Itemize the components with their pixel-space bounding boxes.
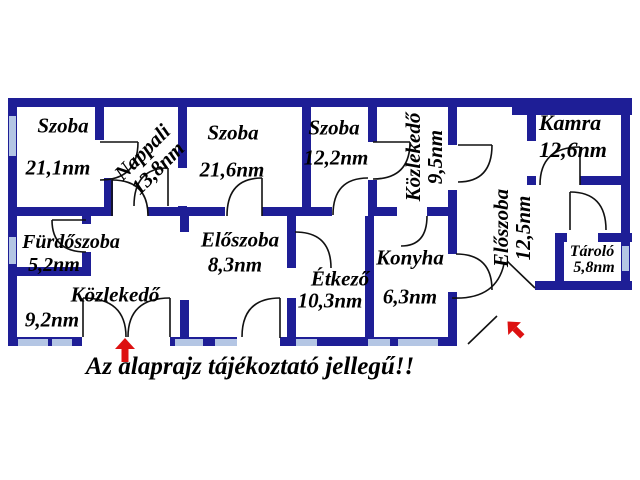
room-label-szoba-1-area: 21,1nm [25, 155, 91, 180]
wall [170, 337, 237, 346]
room-label-szoba-2-name: Szoba [207, 120, 259, 145]
wall [82, 216, 91, 224]
door-leaf [467, 315, 498, 345]
wall [95, 107, 104, 140]
room-label-eloszoba-83-area: 8,3nm [207, 252, 263, 277]
door-arc [82, 297, 127, 338]
door-arc [372, 141, 411, 180]
wall [621, 98, 630, 290]
room-label-furdoszoba-area: 5,2nm [28, 254, 80, 276]
wall [148, 207, 225, 216]
wall [448, 216, 457, 254]
room-label-kozlekedo-92-area: 9,2nm [24, 307, 80, 332]
wall [427, 207, 448, 216]
door-arc [457, 144, 493, 183]
door-arc [133, 167, 169, 207]
door-arc [400, 215, 428, 247]
wall [178, 107, 187, 168]
window [215, 339, 237, 346]
wall [512, 107, 632, 115]
wall [262, 207, 332, 216]
door-arc [451, 263, 505, 299]
window [18, 339, 48, 346]
wall [527, 176, 536, 185]
wall [365, 216, 374, 346]
room-label-eloszoba-125-name: Előszoba [488, 188, 513, 268]
window [175, 339, 203, 346]
wall [580, 176, 627, 185]
room-label-kozlekedo-95: Közlekedő 9,5nm [400, 112, 447, 202]
wall [8, 98, 17, 346]
window [9, 116, 16, 156]
room-label-tarolo-name: Tároló [569, 243, 615, 260]
room-label-tarolo-area: 5,8nm [573, 259, 615, 276]
room-label-szoba-2-area: 21,6nm [199, 157, 265, 182]
wall [8, 207, 112, 216]
wall [8, 98, 632, 107]
wall [377, 207, 397, 216]
room-label-szoba-3-name: Szoba [308, 115, 360, 140]
wall [368, 107, 377, 142]
wall [104, 178, 113, 216]
room-label-kamra-name: Kamra [538, 110, 602, 135]
wall [527, 107, 536, 141]
door-arc [99, 141, 139, 181]
window [398, 339, 438, 346]
wall [82, 252, 91, 276]
wall [448, 107, 457, 145]
door-arc [569, 191, 607, 231]
door-arc [127, 297, 171, 338]
room-label-kozlekedo-92-name: Közlekedő [70, 282, 160, 307]
room-label-eloszoba-125: Előszoba 12,5nm [488, 188, 535, 268]
window [9, 237, 16, 264]
door-leaf [506, 260, 536, 289]
rear-entrance-arrow-icon [507, 321, 525, 339]
room-label-konyha-area: 6,3nm [382, 284, 438, 309]
room-label-furdoszoba-name: Fürdőszoba [22, 231, 120, 253]
wall [287, 216, 296, 268]
door-arc [332, 177, 369, 216]
room-label-etkezo-name: Étkező [310, 266, 370, 291]
wall [535, 281, 632, 290]
room-label-szoba-1-name: Szoba [37, 113, 89, 138]
room-label-konyha-name: Konyha [376, 245, 444, 270]
main-entrance-arrow-icon [115, 338, 135, 362]
room-label-szoba-3-area: 12,2nm [303, 145, 369, 170]
wall [180, 300, 189, 346]
window [52, 339, 72, 346]
wall [448, 292, 457, 346]
wall [302, 107, 311, 216]
wall [368, 180, 377, 216]
caption: Az alaprajz tájékoztató jellegű!! [85, 353, 415, 380]
room-label-kozlekedo-95-name: Közlekedő [400, 112, 425, 202]
wall [448, 190, 457, 216]
wall [555, 233, 567, 242]
wall [180, 216, 189, 232]
wall [8, 267, 91, 276]
window [622, 246, 629, 271]
door-arc [226, 177, 263, 217]
window [296, 339, 317, 346]
room-label-eloszoba-83-name: Előszoba [200, 227, 280, 252]
wall [287, 298, 296, 346]
room-label-kozlekedo-95-area: 9,5nm [423, 129, 447, 185]
wall [598, 233, 632, 242]
room-label-etkezo-area: 10,3nm [297, 288, 363, 313]
wall [555, 233, 564, 290]
room-label-eloszoba-125-area: 12,5nm [511, 195, 535, 261]
door-arc [455, 253, 493, 291]
door-arc [241, 297, 281, 338]
door-arc [111, 179, 149, 217]
window [368, 339, 390, 346]
room-label-kamra-area: 12,6nm [539, 137, 607, 162]
door-arc [51, 219, 87, 253]
door-arc [294, 231, 332, 269]
door-arc [539, 146, 581, 186]
